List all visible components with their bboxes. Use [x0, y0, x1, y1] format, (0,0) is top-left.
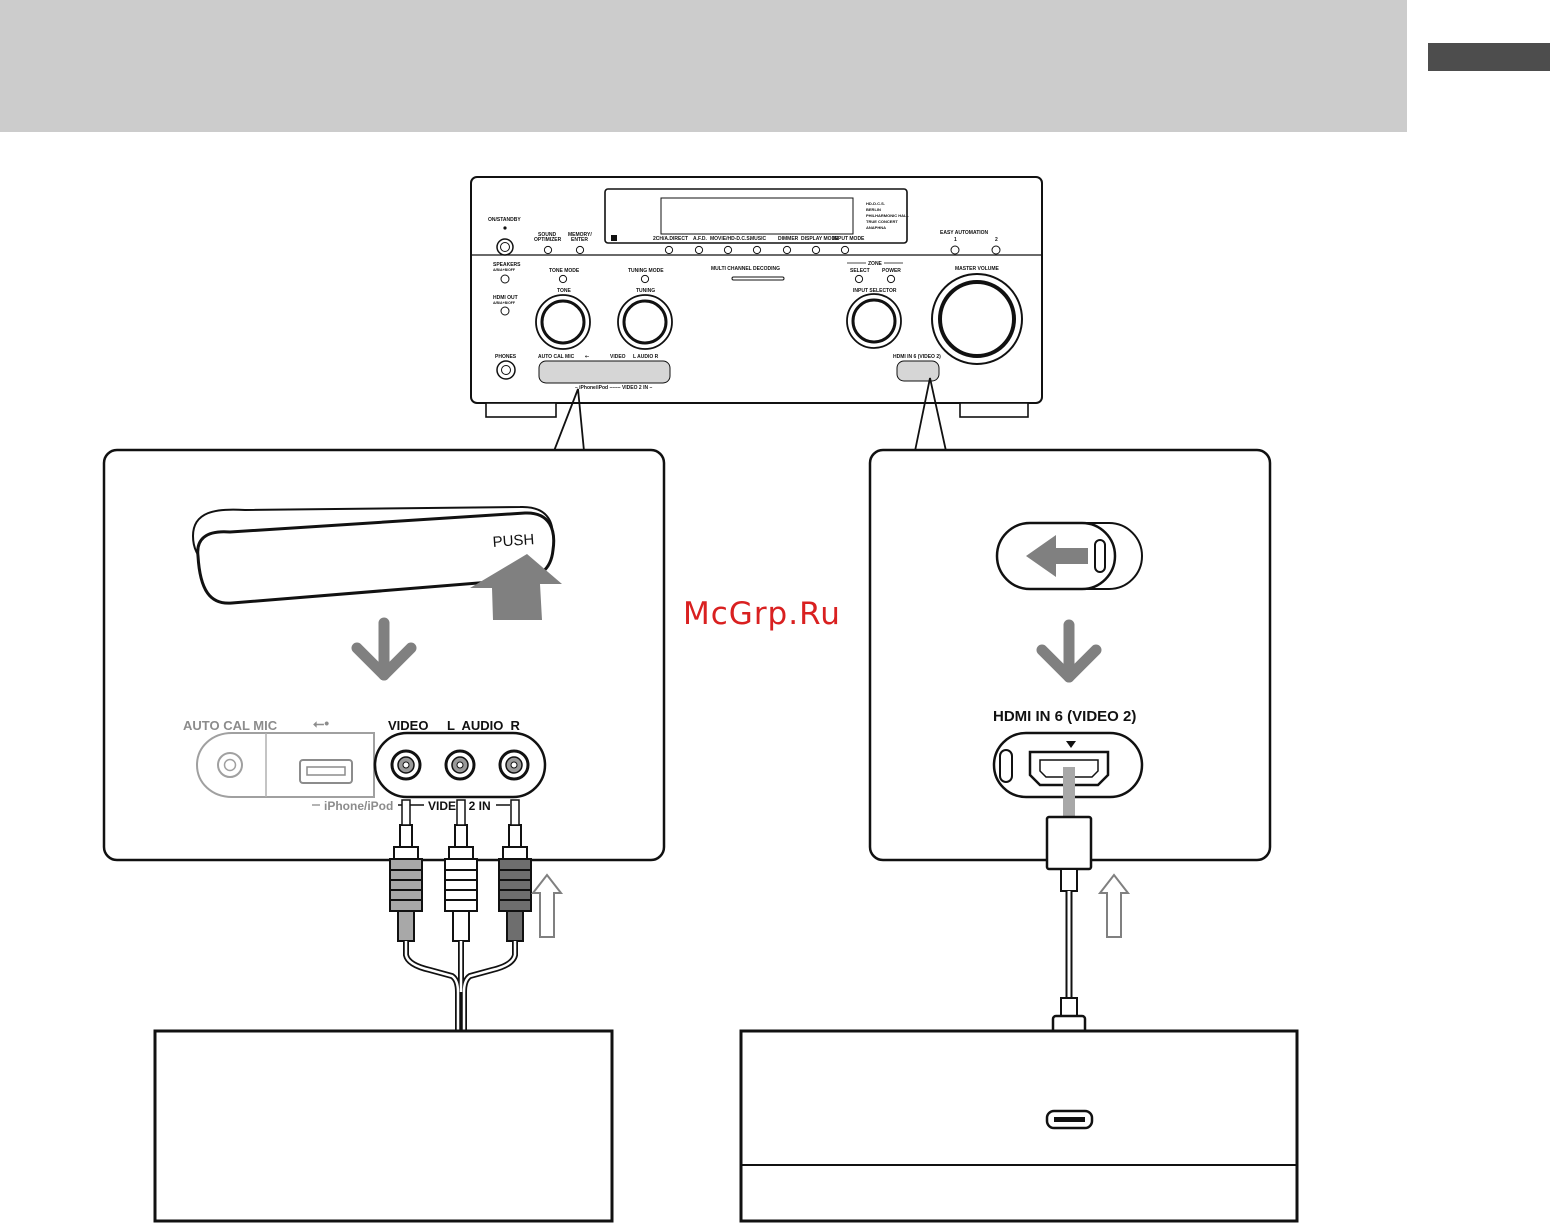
hdmi-in6-label: HDMI IN 6 (VIDEO 2) — [993, 708, 1136, 725]
video-small-label: VIDEO — [610, 354, 626, 360]
sound-field-5: ANAPHNA — [866, 225, 886, 230]
tuning-mode-button[interactable] — [640, 274, 650, 284]
rca-cable — [389, 799, 532, 1030]
audio-r-jack[interactable] — [498, 749, 530, 781]
multi-channel-indicator — [731, 276, 785, 281]
sound-field-2: BERLIN — [866, 207, 881, 212]
tone-mode-label: TONE MODE — [549, 268, 580, 274]
hdmi-out-sub-label: A/B/A+B/OFF — [493, 301, 516, 305]
button-dimmer[interactable] — [782, 245, 792, 255]
door-lid[interactable] — [196, 511, 556, 605]
l-audio-r-small-label: L AUDIO R — [633, 354, 659, 360]
tuning-mode-label: TUNING MODE — [628, 268, 664, 274]
sound-field-1: HD-D.C.S. — [866, 201, 885, 206]
easy-2-label: 2 — [995, 237, 998, 243]
tone-label: TONE — [557, 288, 571, 294]
front-input-door[interactable] — [538, 360, 671, 384]
easy-automation-label: EASY AUTOMATION — [940, 230, 989, 236]
insert-arrow-right-icon — [1097, 873, 1131, 938]
hdmi-out-button[interactable] — [500, 306, 510, 316]
audio-l-jack[interactable] — [444, 749, 476, 781]
receiver-front-panel: HD-D.C.S. BERLIN PHILHARMONIC HALL TRUE … — [470, 176, 1043, 418]
tuning-knob-inner — [622, 299, 668, 345]
memory-enter-button[interactable] — [575, 245, 585, 255]
video-label: VIDEO — [388, 718, 428, 733]
slide-left-arrow-icon — [1026, 535, 1088, 577]
hdmi-out-label: HDMI OUT — [493, 295, 518, 301]
easy-1-label: 1 — [954, 237, 957, 243]
memory-label: MEMORY/ — [568, 232, 592, 238]
btn-label-afd: A.F.D. — [693, 236, 708, 242]
source-device-box-left — [153, 1029, 614, 1223]
speakers-sub-label: A/B/A+B/OFF — [493, 268, 516, 272]
on-standby-label: ON/STANDBY — [488, 217, 521, 223]
iphone-ipod-label: iPhone/iPod — [324, 799, 393, 813]
video-jack[interactable] — [390, 749, 422, 781]
btn-label-movie: MOVIE/HD-D.C.S. — [710, 236, 752, 242]
sound-optimizer-label: SOUND — [538, 232, 556, 238]
header-band — [0, 0, 1407, 132]
power-icon — [500, 242, 510, 252]
input-selector-knob-inner — [851, 298, 897, 344]
input-selector-label: INPUT SELECTOR — [853, 288, 897, 294]
zone-power-button[interactable] — [886, 274, 896, 284]
phones-jack-inner — [501, 365, 511, 375]
right-detail-panel: HDMI IN 6 (VIDEO 2) — [868, 448, 1272, 862]
button-music[interactable] — [752, 245, 762, 255]
button-input-mode[interactable] — [840, 245, 850, 255]
zone-label: ZONE — [868, 261, 883, 267]
iphone-video2-small-label: – iPhone/iPod –––– VIDEO 2 IN – — [575, 385, 652, 391]
usb-icon: ⭠• — [313, 715, 329, 731]
push-arrow-icon — [470, 554, 562, 620]
sound-field-4: TRUE CONCERT — [866, 219, 898, 224]
button-movie[interactable] — [723, 245, 733, 255]
button-2ch-direct[interactable] — [664, 245, 674, 255]
receiver-foot-left — [485, 402, 557, 418]
phones-label: PHONES — [495, 354, 517, 360]
push-label: PUSH — [492, 531, 535, 551]
btn-label-display-mode: DISPLAY MODE — [801, 236, 839, 242]
zone-power-label: POWER — [882, 268, 901, 274]
watermark-text: McGrp.Ru — [683, 596, 841, 632]
easy-automation-2-button[interactable] — [991, 245, 1001, 255]
master-volume-knob-inner — [938, 280, 1016, 358]
section-tab — [1428, 43, 1550, 71]
tuning-label: TUNING — [636, 288, 655, 294]
zone-select-button[interactable] — [854, 274, 864, 284]
memory-label-2: ENTER — [571, 237, 588, 243]
sound-optimizer-label-2: OPTIMIZER — [534, 237, 562, 243]
btn-label-music: MUSIC — [750, 236, 767, 242]
hdmi-triangle-icon — [1066, 741, 1076, 748]
sound-field-3: PHILHARMONIC HALL — [866, 213, 909, 218]
source-device-box-right — [739, 1029, 1299, 1223]
down-arrow-icon — [351, 617, 417, 681]
easy-automation-1-button[interactable] — [950, 245, 960, 255]
button-display-mode[interactable] — [811, 245, 821, 255]
zone-select-label: SELECT — [850, 268, 870, 274]
speakers-button[interactable] — [500, 274, 510, 284]
hdmi-in6-small-label: HDMI IN 6 (VIDEO 2) — [893, 354, 941, 360]
speakers-label: SPEAKERS — [493, 262, 521, 268]
auto-cal-mic-small-label: AUTO CAL MIC — [538, 354, 575, 360]
tone-mode-button[interactable] — [558, 274, 568, 284]
multi-channel-label: MULTI CHANNEL DECODING — [711, 266, 780, 272]
callout-lines — [553, 377, 947, 452]
receiver-foot-right — [959, 402, 1029, 418]
button-afd[interactable] — [694, 245, 704, 255]
insert-arrow-left-icon — [530, 873, 564, 938]
auto-cal-mic-label: AUTO CAL MIC — [183, 718, 278, 733]
display-screen — [660, 197, 854, 235]
tone-knob-inner — [540, 299, 586, 345]
l-audio-r-label: L AUDIO R — [447, 718, 521, 733]
sound-optimizer-button[interactable] — [543, 245, 553, 255]
usb-small-icon: ⇠ — [585, 354, 590, 360]
front-hdmi-door[interactable] — [896, 360, 940, 382]
master-volume-label: MASTER VOLUME — [955, 266, 1000, 272]
btn-label-dimmer: DIMMER — [778, 236, 799, 242]
btn-label-2ch: 2CH/A.DIRECT — [653, 236, 688, 242]
down-arrow-right-icon — [1036, 619, 1102, 683]
left-detail-panel: PUSH AUTO CAL MIC ⭠• VIDEO L AUDIO R — [102, 448, 666, 862]
btn-label-input-mode: INPUT MODE — [833, 236, 865, 242]
